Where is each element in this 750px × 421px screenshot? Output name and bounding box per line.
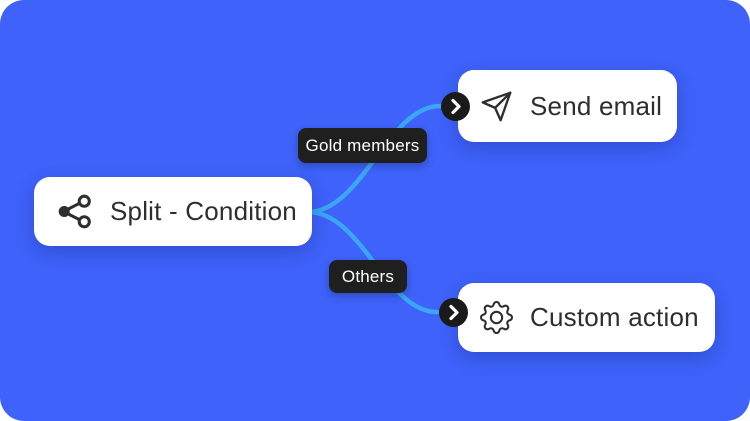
port-custom-action[interactable] [439,298,468,327]
node-split-condition[interactable]: Split - Condition [34,177,312,246]
gear-icon [480,301,513,334]
node-label: Custom action [530,302,699,332]
node-send-email[interactable]: Send email [458,70,677,142]
chevron-right-icon [441,92,470,121]
node-label: Send email [530,90,663,121]
branch-label-gold-members[interactable]: Gold members [298,128,427,163]
chevron-right-icon [439,298,468,327]
port-send-email[interactable] [441,92,470,121]
branch-label-others[interactable]: Others [329,260,407,293]
send-icon [480,90,513,123]
node-custom-action[interactable]: Custom action [458,283,715,352]
node-label: Split - Condition [110,196,297,226]
branch-label-text: Gold members [305,135,420,155]
split-branch-icon [56,193,93,230]
branch-label-text: Others [341,266,395,286]
